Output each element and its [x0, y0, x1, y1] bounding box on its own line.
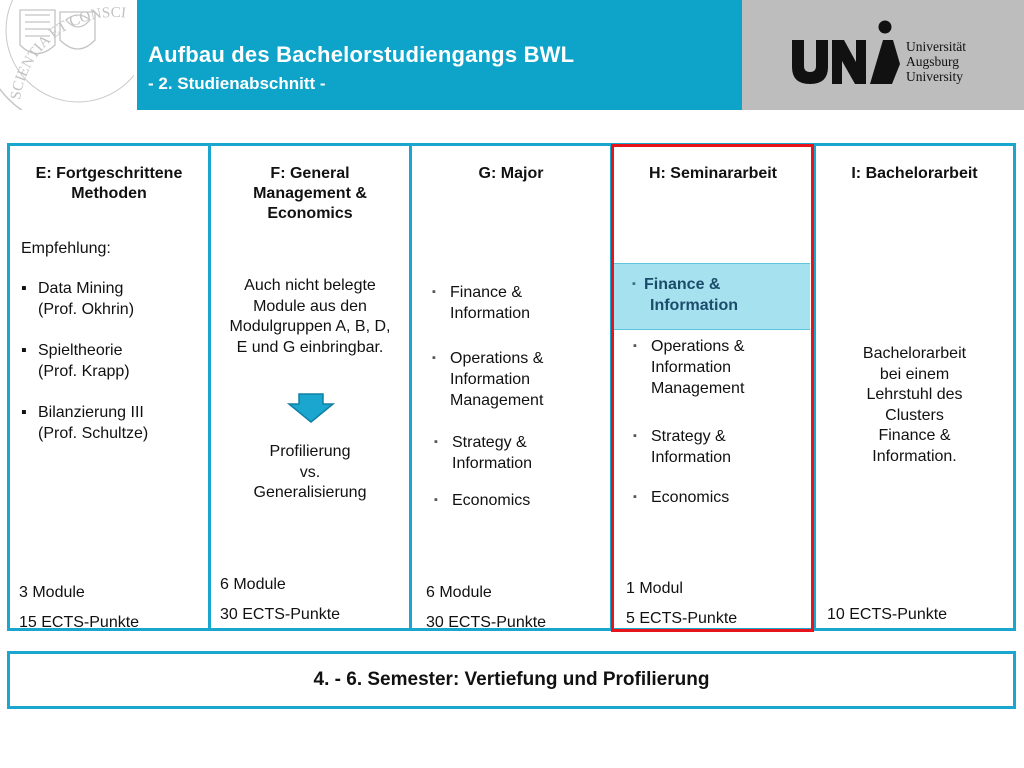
column-g: G: Major ▪ Finance & Information ▪ Opera… [412, 146, 610, 631]
highlighted-list-item: ▪ Finance & Information [632, 276, 738, 314]
page-subtitle: - 2. Studienabschnitt - [148, 74, 326, 93]
svg-text:SCIENTIA ET CONSCIENTIA: SCIENTIA ET CONSCIENTIA [0, 0, 127, 101]
list-item: ▪ Bilanzierung III (Prof. Schultze) [21, 404, 149, 442]
bullet-icon: ▪ [633, 491, 637, 503]
logo-line-2: Augsburg [906, 54, 960, 69]
module-count: 1 Modul [626, 580, 683, 597]
bullet-icon: ▪ [633, 430, 637, 442]
bullet-icon: ▪ [434, 494, 438, 506]
bullet-icon: ▪ [21, 280, 27, 297]
profile-vs-generalisation: Profilierung vs. Generalisierung [253, 443, 367, 501]
university-seal: SCIENTIA ET CONSCIENTIA [0, 0, 134, 110]
bullet-icon: ▪ [432, 286, 436, 298]
list-item: ▪ Spieltheorie (Prof. Krapp) [21, 342, 130, 380]
list-item: ▪ Data Mining (Prof. Okhrin) [21, 280, 135, 318]
module-count: 6 Module [426, 584, 492, 601]
column-divider [813, 146, 816, 628]
column-e: E: Fortgeschrittene Methoden Empfehlung:… [10, 146, 208, 631]
column-f-description: Auch nicht belegte Module aus den Modulg… [229, 277, 391, 356]
seal-text: SCIENTIA ET CONSCIENTIA [0, 0, 127, 101]
list-item: ▪ Economics [434, 492, 531, 509]
recommendation-label: Empfehlung: [21, 240, 111, 257]
column-g-heading: G: Major [478, 165, 544, 182]
list-item: ▪ Economics [633, 489, 730, 506]
header-bar: Aufbau des Bachelorstudiengangs BWL - 2.… [137, 0, 742, 110]
column-f-heading: F: General Management & Economics [253, 165, 367, 222]
column-f: F: General Management & Economics Auch n… [211, 146, 409, 628]
module-count: 6 Module [220, 576, 286, 593]
column-divider [208, 146, 211, 628]
list-item: ▪ Strategy & Information [633, 428, 732, 466]
list-item: ▪ Strategy & Information [434, 434, 533, 472]
logo-text: Universität Augsburg University [906, 39, 966, 84]
column-i: I: Bachelorarbeit Bachelorarbeit bei ein… [816, 146, 1013, 628]
bullet-icon: ▪ [434, 436, 438, 448]
highlighted-module: ▪ Finance & Information [614, 263, 810, 330]
bullet-icon: ▪ [21, 404, 27, 421]
module-count: 3 Module [19, 584, 85, 601]
semester-banner: 4. - 6. Semester: Vertiefung und Profili… [7, 651, 1016, 709]
ects-points: 15 ECTS-Punkte [19, 614, 140, 631]
seal-emblem-icon: SCIENTIA ET CONSCIENTIA [0, 0, 134, 110]
ects-points: 30 ECTS-Punkte [220, 606, 341, 623]
list-item: ▪ Operations & Information Management [432, 350, 544, 409]
list-item: ▪ Finance & Information [432, 284, 531, 322]
ects-points: 30 ECTS-Punkte [426, 614, 547, 631]
bullet-icon: ▪ [632, 278, 636, 290]
study-structure-table: E: Fortgeschrittene Methoden Empfehlung:… [7, 143, 1016, 631]
ects-points: 5 ECTS-Punkte [626, 610, 738, 627]
thesis-description: Bachelorarbeit bei einem Lehrstuhl des C… [862, 345, 967, 465]
ects-points: 10 ECTS-Punkte [827, 606, 948, 623]
una-logo-icon [792, 20, 900, 84]
column-divider [409, 146, 412, 628]
column-h: H: Seminararbeit ▪ Operations & Informat… [613, 146, 813, 628]
bullet-icon: ▪ [432, 352, 436, 364]
list-item: ▪ Operations & Information Management [633, 338, 745, 397]
column-i-heading: I: Bachelorarbeit [851, 165, 978, 182]
university-logo: Universität Augsburg University [742, 0, 1024, 110]
logo-line-3: University [906, 69, 963, 84]
page-title: Aufbau des Bachelorstudiengangs BWL [148, 42, 575, 67]
seminar-highlight-frame [611, 144, 814, 632]
bullet-icon: ▪ [633, 340, 637, 352]
down-arrow-icon [287, 393, 335, 423]
column-h-heading: H: Seminararbeit [648, 165, 778, 182]
column-e-heading: E: Fortgeschrittene Methoden [35, 165, 183, 202]
bullet-icon: ▪ [21, 342, 27, 359]
logo-line-1: Universität [906, 39, 966, 54]
